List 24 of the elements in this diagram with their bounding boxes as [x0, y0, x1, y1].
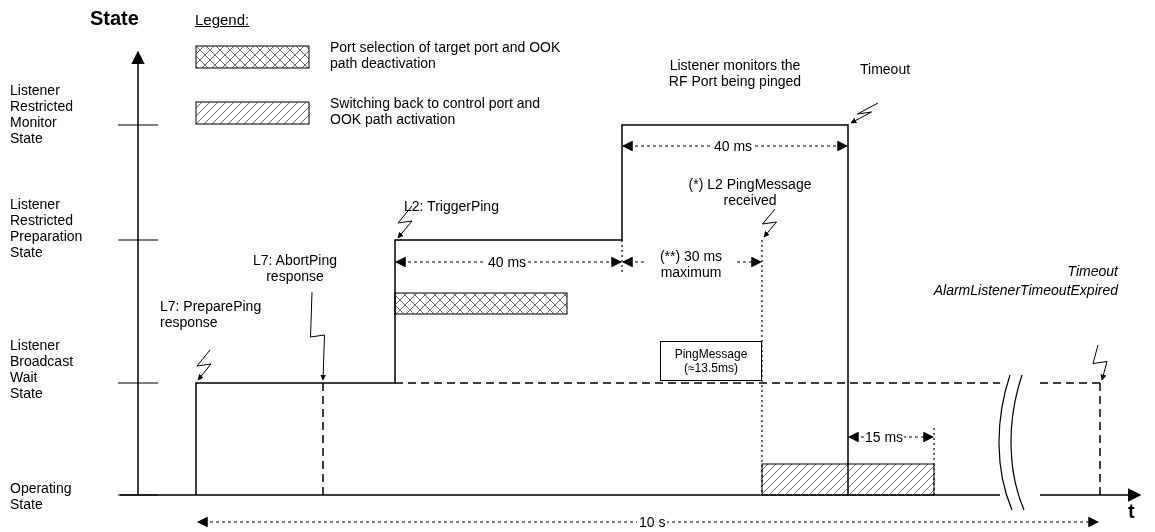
event-label: (*) L2 PingMessage received — [687, 176, 813, 208]
dimension-label: 10 s — [637, 514, 668, 530]
dimension-label: 40 ms — [486, 254, 529, 270]
state-label: Listener Restricted Monitor State — [10, 82, 73, 146]
hatched-bar — [761, 463, 935, 496]
state-label: Operating State — [10, 480, 72, 512]
message-box: PingMessage (≈13.5ms) — [660, 341, 762, 381]
event-label: L7: PreparePing response — [160, 298, 263, 330]
cross-hatched-bar — [394, 292, 568, 315]
legend-heading: Legend: — [195, 12, 250, 28]
dimension-label: 15 ms — [864, 429, 905, 445]
event-label: L7: AbortPing response — [251, 252, 339, 284]
event-label: Timeout AlarmListenerTimeoutExpired — [932, 262, 1118, 300]
axis-title: State — [90, 6, 139, 30]
legend-text: Switching back to control port and OOK path activation — [330, 95, 542, 127]
dimension-label: 40 ms — [712, 138, 755, 154]
event-label: L2: TriggerPing — [404, 198, 499, 214]
state-label: Listener Restricted Preparation State — [10, 196, 83, 260]
dimension-label: (**) 30 ms maximum — [646, 248, 736, 280]
axis-label: t — [1128, 500, 1135, 522]
annotation-text: Listener monitors the RF Port being pinged — [667, 57, 803, 89]
legend-text: Port selection of target port and OOK path deactivation — [330, 39, 562, 71]
event-label: Timeout — [860, 61, 911, 77]
state-label: Listener Broadcast Wait State — [10, 337, 74, 401]
